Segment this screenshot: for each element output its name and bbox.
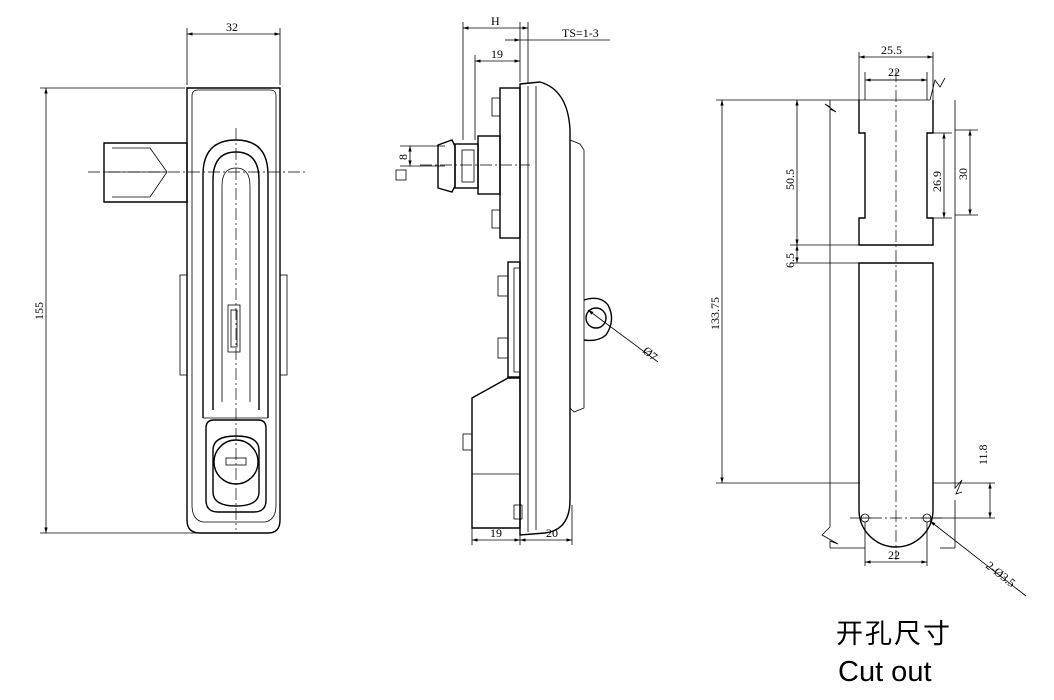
cutout-upper-slot-dim: 50.5 (783, 169, 797, 190)
cutout-caption-chinese: 开孔尺寸 (836, 619, 952, 650)
side-hole-dim: Ø7 (640, 344, 660, 364)
cutout-holes-dim: 2-Ø3.5 (983, 558, 1018, 590)
cutout-top-outer-dim: 25.5 (881, 43, 902, 57)
side-view: H TS=1-3 19 8 Ø7 19 20 (395, 14, 660, 545)
cutout-caption-english: Cut out (838, 656, 932, 688)
side-top-dim: 19 (491, 47, 503, 61)
cutout-bottom-radius-dim: 11.8 (976, 444, 990, 465)
side-h-dim: H (491, 14, 500, 28)
cutout-bottom-width-dim: 22 (888, 548, 900, 562)
side-bottom-left-dim: 19 (490, 526, 502, 540)
front-view: 32 155 (32, 20, 305, 534)
side-ts-dim: TS=1-3 (562, 26, 599, 40)
side-shaft-dim: 8 (396, 154, 410, 160)
cutout-top-inner-dim: 22 (888, 65, 900, 79)
cutout-notch-outer-dim: 30 (956, 168, 970, 180)
front-height-dim: 155 (32, 302, 46, 320)
side-bottom-right-dim: 20 (546, 526, 558, 540)
cutout-height-dim: 133.75 (708, 297, 722, 330)
cutout-notch-dim: 26.9 (930, 171, 944, 192)
cutout-gap-dim: 6.5 (783, 253, 797, 268)
front-width-dim: 32 (226, 20, 238, 34)
cutout-view: 25.5 22 133.75 50.5 6.5 26.9 30 11.8 (708, 43, 1027, 597)
